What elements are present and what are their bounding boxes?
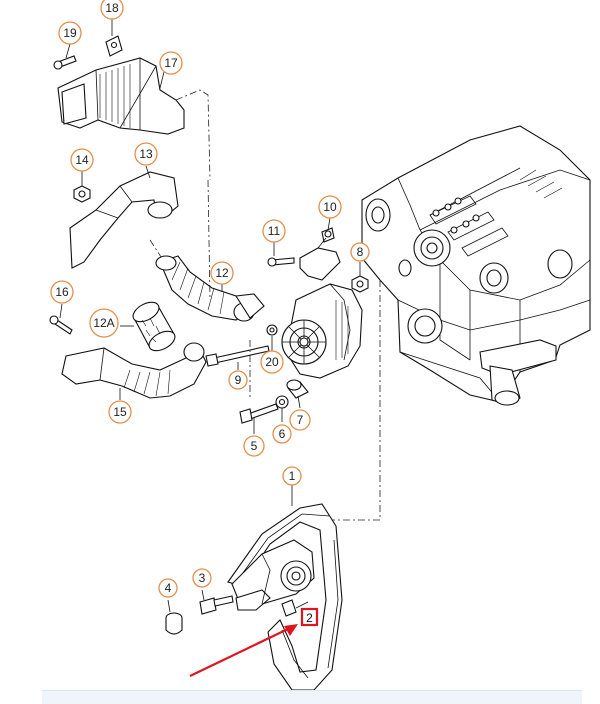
svg-text:9: 9 (235, 373, 242, 387)
callout-9: 9 (228, 370, 248, 390)
callout-17: 17 (159, 51, 183, 75)
bolt-3 (199, 595, 234, 615)
callout-8: 8 (350, 242, 370, 262)
nut-14 (73, 185, 91, 203)
screw-19 (53, 55, 77, 70)
washer-6 (275, 395, 289, 409)
svg-text:17: 17 (164, 56, 178, 70)
callout-12: 12 (210, 261, 234, 285)
highlighted-callout-2: 2 (300, 607, 319, 627)
svg-text:1: 1 (289, 469, 296, 483)
svg-text:11: 11 (268, 224, 281, 238)
tensioner (231, 539, 315, 611)
svg-text:15: 15 (113, 405, 127, 419)
callout-5: 5 (243, 435, 265, 457)
callout-18: 18 (100, 0, 124, 20)
svg-text:13: 13 (139, 147, 153, 161)
callout-15: 15 (108, 400, 132, 424)
callout-7: 7 (289, 409, 311, 431)
hose (155, 255, 265, 322)
svg-text:8: 8 (357, 245, 364, 259)
svg-text:10: 10 (323, 200, 337, 214)
callout-4: 4 (158, 578, 178, 598)
svg-text:18: 18 (105, 1, 119, 15)
air-intake-housing (57, 35, 211, 181)
callout-1: 1 (282, 466, 302, 486)
engine-block (361, 125, 591, 406)
bolt-9 (205, 345, 270, 367)
svg-text:7: 7 (297, 413, 304, 427)
filter-insert (132, 301, 176, 352)
callout-20: 20 (260, 350, 284, 374)
svg-text:4: 4 (165, 581, 172, 595)
svg-text:19: 19 (63, 26, 77, 40)
callout-10: 10 (318, 195, 342, 219)
svg-text:14: 14 (75, 153, 89, 167)
ribbed-v-belt (227, 503, 343, 691)
callout-16: 16 (50, 280, 74, 304)
svg-text:2: 2 (306, 611, 313, 625)
leader-lines (59, 18, 361, 613)
bolt-5 (239, 403, 279, 424)
svg-text:5: 5 (251, 439, 258, 453)
washer-20 (266, 324, 278, 336)
lower-duct (61, 342, 207, 399)
cap-4 (165, 612, 183, 635)
callout-19: 19 (58, 21, 82, 45)
bolt-11 (267, 257, 295, 267)
alternator (281, 283, 363, 379)
spacer-7 (286, 379, 309, 399)
svg-text:20: 20 (265, 355, 279, 369)
svg-text:12A: 12A (93, 316, 114, 330)
svg-text:6: 6 (279, 427, 286, 441)
nut-8 (351, 275, 369, 293)
bolt-16 (49, 315, 73, 335)
callout-11: 11 (262, 219, 286, 243)
svg-text:12: 12 (215, 266, 229, 280)
bottom-panel-edge (42, 690, 582, 704)
svg-text:16: 16 (55, 285, 69, 299)
red-pointer-arrow (189, 624, 298, 677)
callout-3: 3 (192, 568, 212, 588)
spring-clip-2 (281, 599, 297, 617)
callout-12a: 12A (89, 308, 119, 338)
callout-6: 6 (272, 424, 292, 444)
bracket-10 (299, 227, 341, 281)
svg-text:3: 3 (199, 571, 206, 585)
callout-14: 14 (70, 148, 94, 172)
callout-13: 13 (134, 142, 158, 166)
